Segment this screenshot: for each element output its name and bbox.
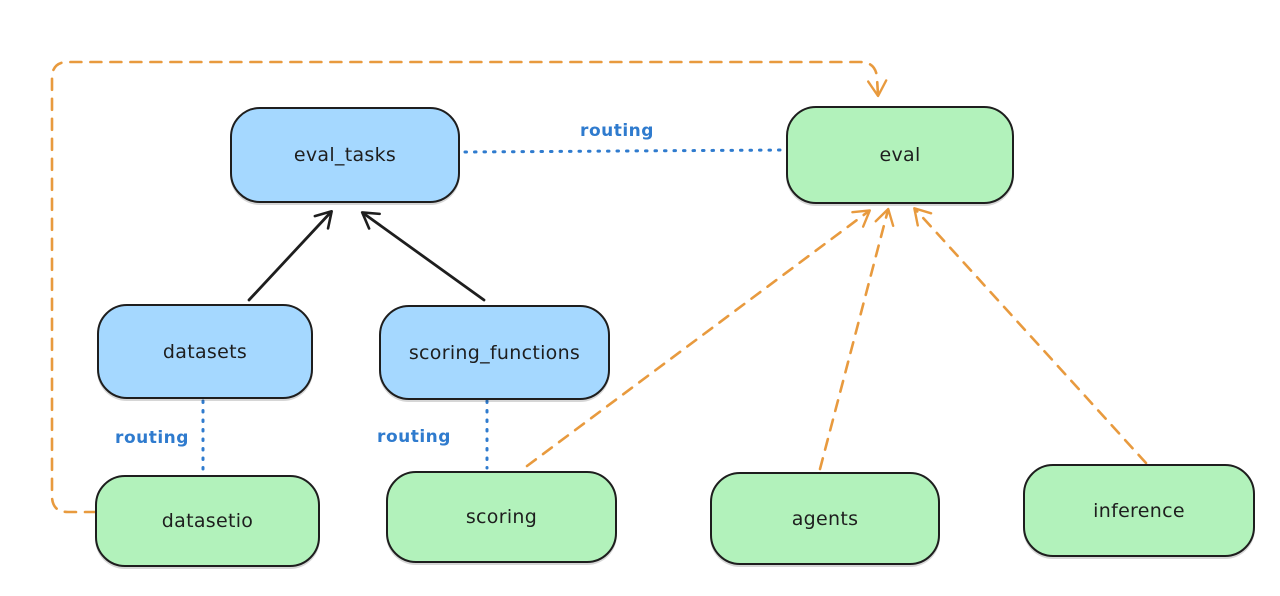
edge-eval-tasks-to-eval [463, 148, 785, 154]
node-eval: eval [786, 106, 1014, 204]
node-scoring-label: scoring [465, 506, 538, 528]
edge-inference-to-eval [913, 207, 1148, 465]
node-scoring-functions-label: scoring_functions [408, 341, 581, 364]
node-datasets-label: datasets [162, 340, 248, 363]
node-inference: inference [1023, 464, 1255, 557]
node-datasets: datasets [97, 304, 313, 399]
node-datasetio: datasetio [95, 475, 320, 567]
node-datasetio-label: datasetio [161, 510, 254, 532]
edge-datasets-to-eval-tasks [247, 209, 333, 302]
node-scoring-functions: scoring_functions [379, 305, 610, 400]
edge-scoring-functions-to-eval-tasks [360, 211, 486, 302]
node-agents: agents [710, 472, 940, 565]
node-agents-label: agents [791, 507, 859, 530]
edge-agents-to-eval [818, 207, 895, 471]
edge-label-routing-datasets-datasetio: routing [115, 428, 189, 448]
node-scoring: scoring [386, 471, 617, 563]
node-inference-label: inference [1093, 499, 1185, 522]
node-eval-label: eval [879, 144, 921, 166]
edge-label-routing-eval-tasks-eval: routing [580, 121, 654, 141]
edge-label-routing-scoring-functions-scoring: routing [377, 427, 451, 447]
node-eval-tasks: eval_tasks [230, 107, 460, 203]
node-eval-tasks-label: eval_tasks [293, 144, 397, 166]
